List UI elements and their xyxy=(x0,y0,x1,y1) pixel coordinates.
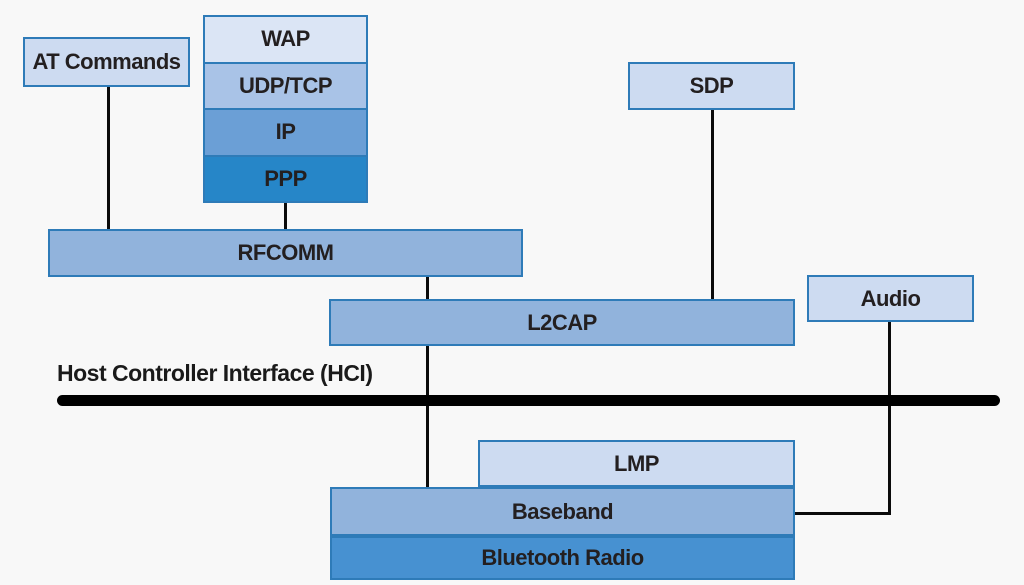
box-wap: WAP xyxy=(205,17,366,62)
box-l2cap: L2CAP xyxy=(329,299,795,346)
box-audio-label: Audio xyxy=(860,285,921,311)
box-wap-protocol-stack: WAP UDP/TCP IP PPP xyxy=(203,15,368,203)
box-wap-label: WAP xyxy=(261,26,310,52)
box-sdp: SDP xyxy=(628,62,795,110)
box-bluetooth-radio-label: Bluetooth Radio xyxy=(481,545,644,570)
box-udp-tcp-label: UDP/TCP xyxy=(238,72,333,98)
connector-sdp-l2cap xyxy=(711,110,714,299)
box-ip-label: IP xyxy=(275,119,296,145)
box-ppp-label: PPP xyxy=(264,165,307,191)
box-ppp: PPP xyxy=(205,154,366,201)
connector-l2cap-baseband xyxy=(426,346,429,487)
box-sdp-label: SDP xyxy=(689,73,734,98)
connector-ppp-rfcomm xyxy=(284,203,287,229)
box-l2cap-label: L2CAP xyxy=(527,309,597,335)
hci-divider-bar xyxy=(57,395,1000,406)
box-audio: Audio xyxy=(807,275,974,322)
box-rfcomm: RFCOMM xyxy=(48,229,523,277)
box-udp-tcp: UDP/TCP xyxy=(205,61,366,108)
box-ip: IP xyxy=(205,108,366,155)
box-baseband: Baseband xyxy=(330,487,795,536)
box-lmp: LMP xyxy=(478,440,795,487)
connector-rfcomm-l2cap xyxy=(426,277,429,299)
box-bluetooth-radio: Bluetooth Radio xyxy=(330,536,795,580)
connector-atcommands-rfcomm xyxy=(107,87,110,229)
box-at-commands: AT Commands xyxy=(23,37,190,87)
box-lmp-label: LMP xyxy=(614,450,659,476)
connector-audio-baseband xyxy=(795,512,891,515)
box-rfcomm-label: RFCOMM xyxy=(237,240,334,265)
connector-audio-vertical xyxy=(888,322,891,515)
box-at-commands-label: AT Commands xyxy=(32,49,181,74)
hci-label: Host Controller Interface (HCI) xyxy=(57,360,373,386)
box-baseband-label: Baseband xyxy=(511,498,614,524)
